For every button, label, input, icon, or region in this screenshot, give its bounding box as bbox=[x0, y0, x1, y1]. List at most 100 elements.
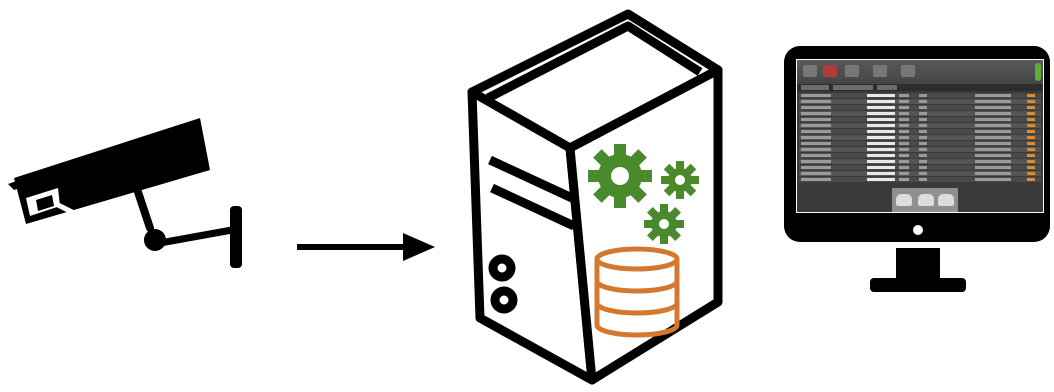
table-row bbox=[799, 123, 1041, 128]
table-cell bbox=[919, 112, 927, 115]
table-row bbox=[799, 117, 1041, 122]
table-cell bbox=[801, 94, 831, 97]
table-cell bbox=[1027, 148, 1035, 151]
table-cell bbox=[867, 106, 895, 109]
table-cell bbox=[801, 112, 831, 115]
table-cell bbox=[975, 112, 1011, 115]
database-icon bbox=[594, 246, 680, 338]
table-cell bbox=[867, 142, 895, 145]
table-cell bbox=[801, 160, 831, 163]
table-cell bbox=[1027, 154, 1035, 157]
table-cell bbox=[899, 106, 909, 109]
table-cell bbox=[801, 136, 831, 139]
table-cell bbox=[899, 112, 909, 115]
table-cell bbox=[899, 172, 909, 175]
table-cell bbox=[867, 130, 895, 133]
table-cell bbox=[801, 100, 831, 103]
table-cell bbox=[899, 142, 909, 145]
table-cell bbox=[801, 172, 831, 175]
table-cell bbox=[867, 178, 895, 181]
table-cell bbox=[975, 142, 1011, 145]
table-cell bbox=[919, 178, 927, 181]
table-cell bbox=[867, 94, 895, 97]
table-cell bbox=[801, 178, 831, 181]
table-cell bbox=[975, 148, 1011, 151]
table-cell bbox=[975, 172, 1011, 175]
table-row bbox=[799, 159, 1041, 164]
table-cell bbox=[919, 118, 927, 121]
table-cell bbox=[801, 148, 831, 151]
table-cell bbox=[1027, 178, 1035, 181]
table-cell bbox=[1027, 166, 1035, 169]
table-row bbox=[799, 177, 1041, 182]
table-cell bbox=[919, 160, 927, 163]
table-row bbox=[799, 111, 1041, 116]
table-cell bbox=[919, 136, 927, 139]
table-cell bbox=[867, 154, 895, 157]
table-cell bbox=[1027, 112, 1035, 115]
table-cell bbox=[919, 94, 927, 97]
table-cell bbox=[899, 130, 909, 133]
table-cell bbox=[899, 166, 909, 169]
table-row bbox=[799, 141, 1041, 146]
table-cell bbox=[1027, 106, 1035, 109]
car-shape bbox=[896, 194, 912, 206]
monitor-screen bbox=[797, 60, 1043, 212]
table-cell bbox=[919, 166, 927, 169]
app-tab bbox=[877, 85, 897, 90]
toolbar-button-active bbox=[823, 65, 837, 77]
table-cell bbox=[1027, 94, 1035, 97]
app-toolbar bbox=[797, 60, 1043, 85]
table-cell bbox=[1027, 130, 1035, 133]
table-cell bbox=[1027, 142, 1035, 145]
toolbar-button bbox=[873, 65, 887, 77]
table-cell bbox=[975, 178, 1011, 181]
table-cell bbox=[801, 124, 831, 127]
table-cell bbox=[919, 172, 927, 175]
table-cell bbox=[867, 124, 895, 127]
table-row bbox=[799, 153, 1041, 158]
table-cell bbox=[919, 148, 927, 151]
table-cell bbox=[975, 130, 1011, 133]
vehicle-preview-image bbox=[892, 188, 958, 212]
table-cell bbox=[801, 106, 831, 109]
table-row bbox=[799, 129, 1041, 134]
gears-icon bbox=[588, 144, 699, 244]
table-cell bbox=[919, 130, 927, 133]
toolbar-button bbox=[845, 65, 859, 77]
table-cell bbox=[1027, 160, 1035, 163]
table-cell bbox=[899, 124, 909, 127]
table-cell bbox=[899, 160, 909, 163]
table-cell bbox=[867, 118, 895, 121]
table-cell bbox=[1027, 172, 1035, 175]
table-row bbox=[799, 135, 1041, 140]
table-cell bbox=[975, 100, 1011, 103]
table-row bbox=[799, 93, 1041, 98]
table-cell bbox=[899, 148, 909, 151]
table-cell bbox=[975, 124, 1011, 127]
table-cell bbox=[919, 154, 927, 157]
table-cell bbox=[867, 172, 895, 175]
table-cell bbox=[919, 100, 927, 103]
table-cell bbox=[867, 166, 895, 169]
table-cell bbox=[975, 160, 1011, 163]
table-cell bbox=[899, 178, 909, 181]
results-table bbox=[799, 93, 1041, 185]
table-cell bbox=[1027, 124, 1035, 127]
app-tab-strip bbox=[797, 84, 1043, 91]
table-cell bbox=[899, 136, 909, 139]
table-cell bbox=[801, 118, 831, 121]
table-cell bbox=[867, 100, 895, 103]
table-cell bbox=[975, 136, 1011, 139]
table-cell bbox=[975, 94, 1011, 97]
table-row bbox=[799, 165, 1041, 170]
table-cell bbox=[899, 154, 909, 157]
table-cell bbox=[801, 142, 831, 145]
table-row bbox=[799, 171, 1041, 176]
table-cell bbox=[975, 154, 1011, 157]
table-cell bbox=[919, 106, 927, 109]
table-row bbox=[799, 99, 1041, 104]
table-cell bbox=[975, 166, 1011, 169]
table-cell bbox=[801, 166, 831, 169]
